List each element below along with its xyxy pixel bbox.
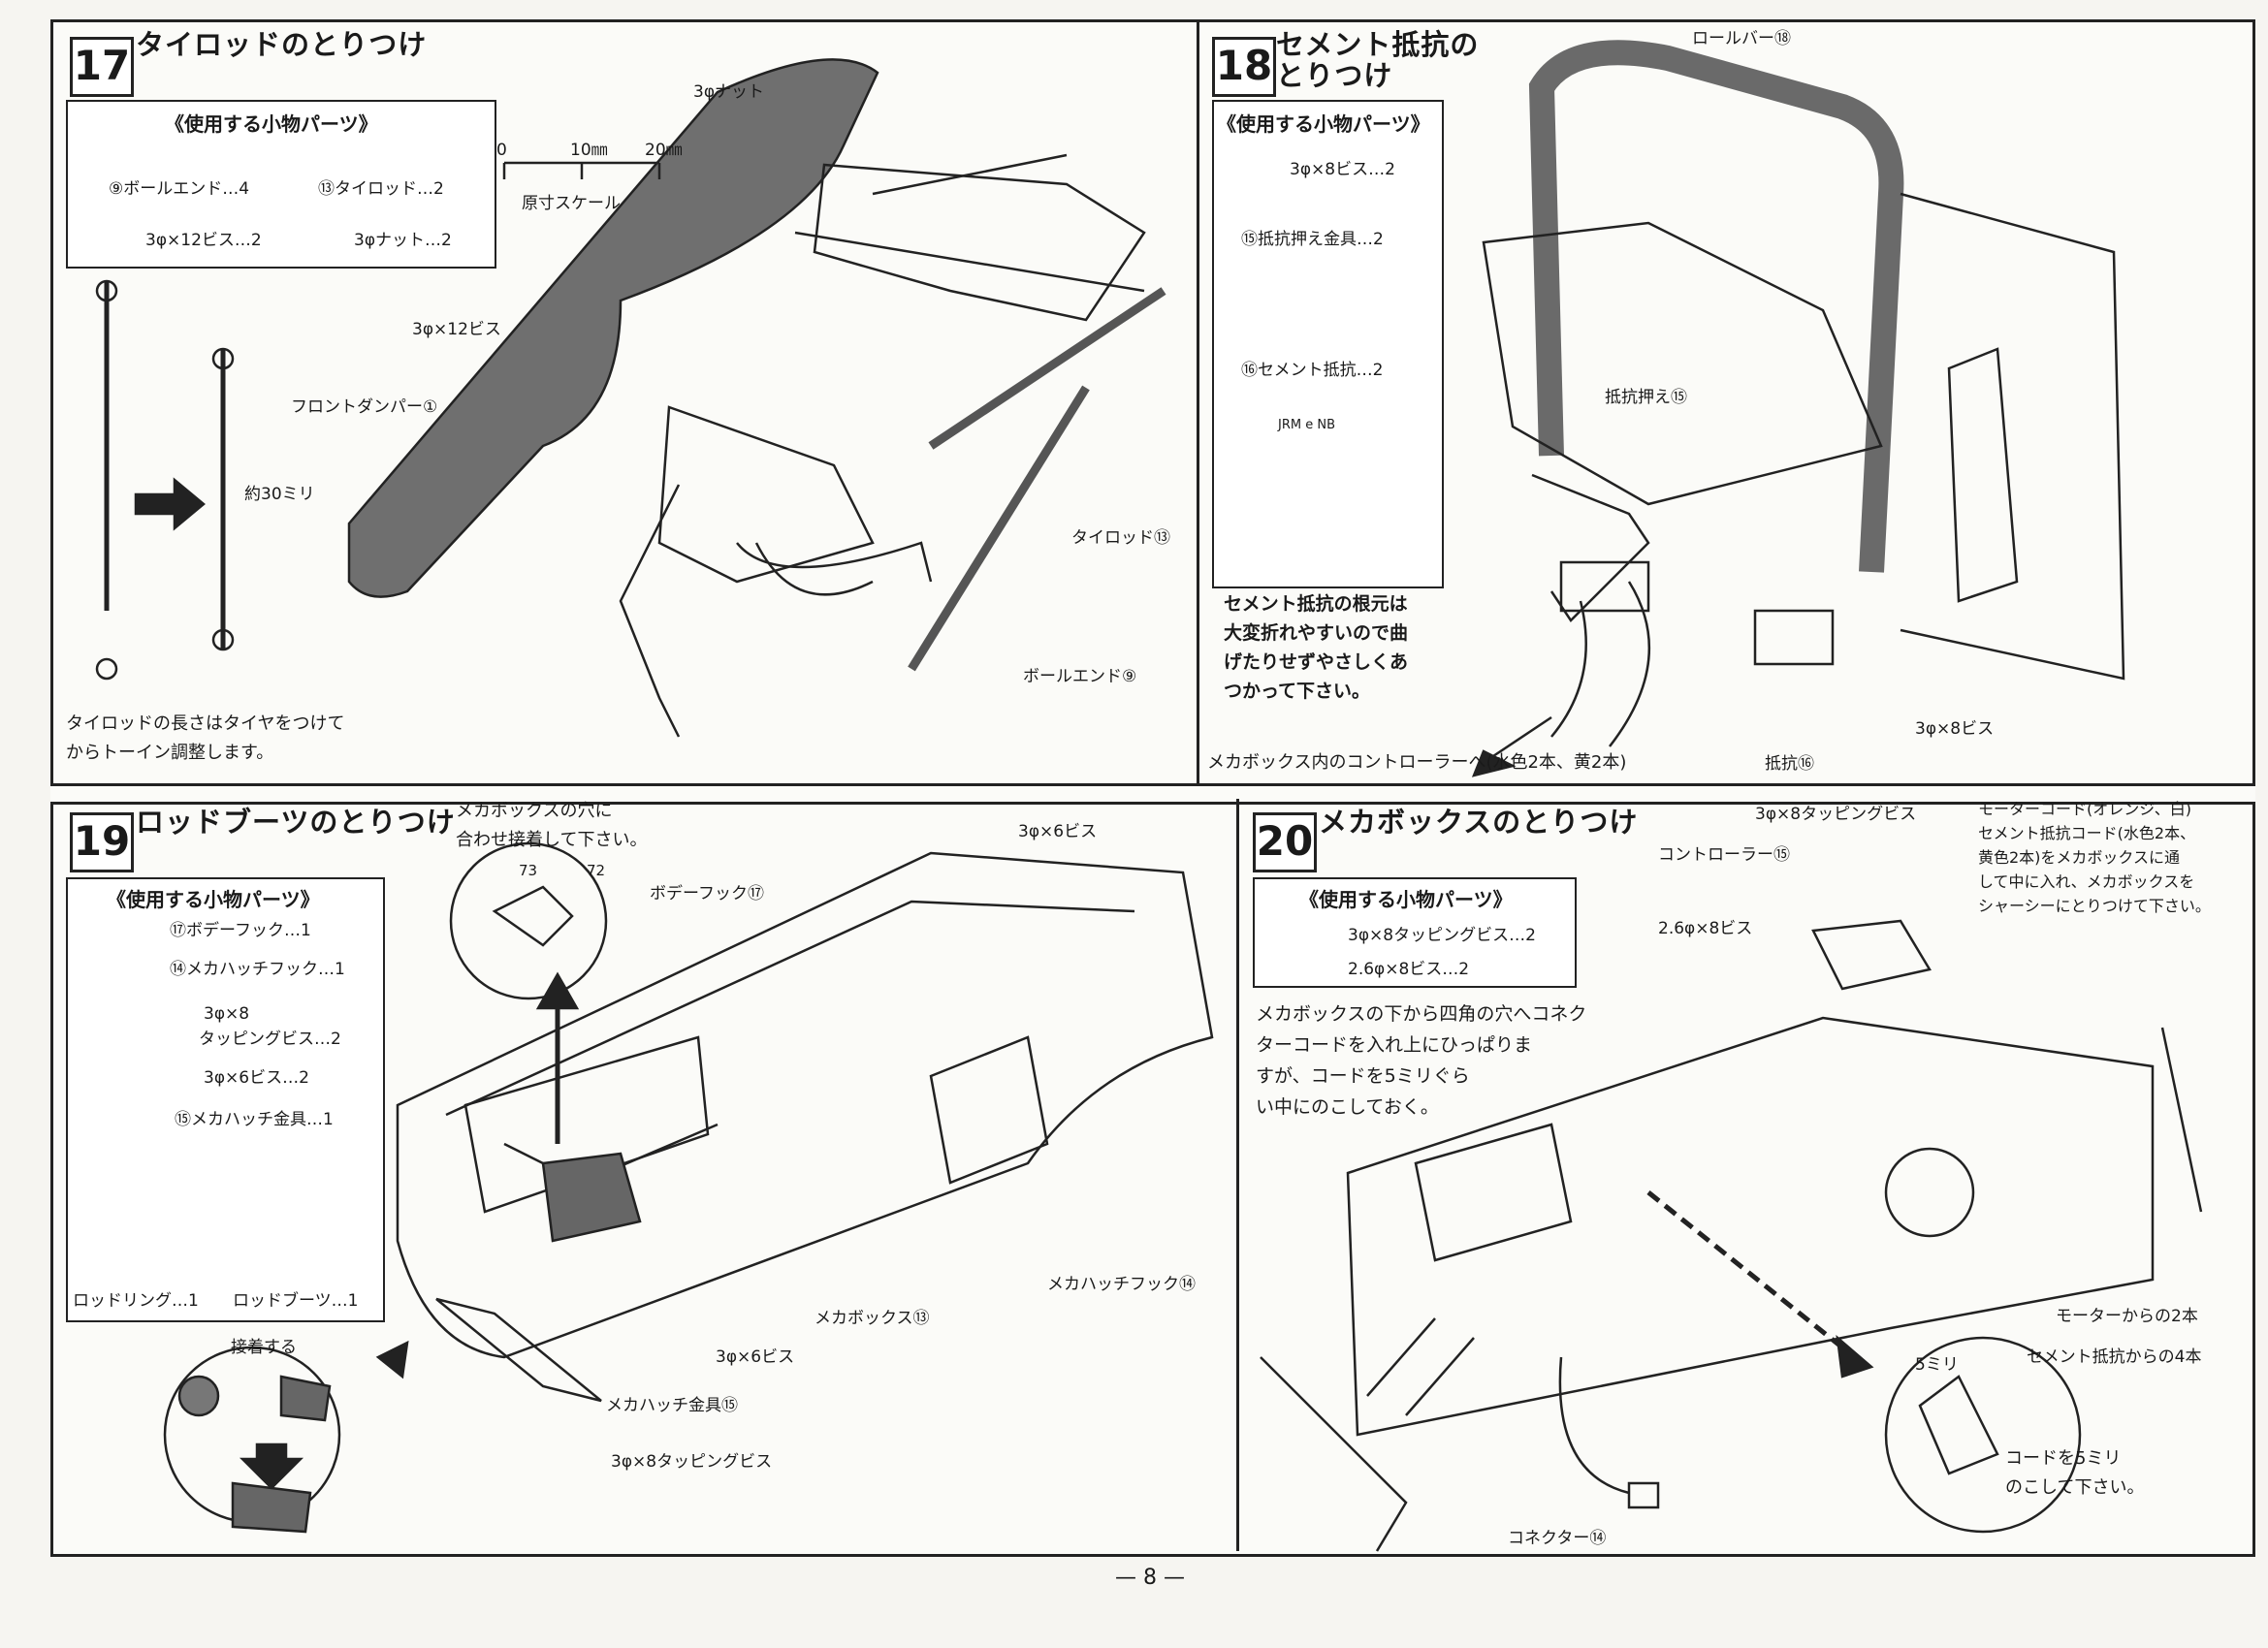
front-chassis-drawing <box>813 163 1146 322</box>
step-19-parts-box <box>66 877 385 1322</box>
label-screw8: 3φ×8ビス <box>1915 719 1995 739</box>
step-19-title: ロッドブーツのとりつけ <box>136 806 456 839</box>
parts-tierod: ⑬タイロッド…2 <box>318 179 444 199</box>
step-17-parts-title: 《使用する小物パーツ》 <box>165 112 378 136</box>
label-mechabox: メカボックス⑬ <box>815 1309 930 1328</box>
parts-screw8: 3φ×8ビス…2 <box>1290 160 1395 179</box>
label-connector: コネクター⑭ <box>1508 1529 1607 1548</box>
step-18-parts-box <box>1212 100 1444 588</box>
label-glue: 接着する <box>231 1338 297 1357</box>
parts-resistor-holder: ⑮抵抗押え金具…2 <box>1241 230 1384 249</box>
step-19-number: 19 <box>70 812 134 872</box>
label-hatchhook: メカハッチフック⑭ <box>1047 1275 1196 1294</box>
step-18-title: セメント抵抗の とりつけ <box>1276 28 1480 92</box>
step-19-callout: メカボックスの穴に 合わせ接着して下さい。 <box>456 801 648 850</box>
page-number: — 8 — <box>1115 1566 1185 1590</box>
label-hatch-plate: メカハッチ金具⑮ <box>606 1396 738 1415</box>
rollbar-drawing <box>1528 40 1904 573</box>
vertical-divider-bottom <box>1236 799 1239 1551</box>
label-screw26: 2.6φ×8ビス <box>1658 919 1753 938</box>
label-motor-wires: モーターからの2本 <box>2056 1307 2198 1326</box>
scale-label: 原寸スケール <box>522 194 621 213</box>
scale-tick-20: 20㎜ <box>645 141 683 160</box>
front-bumper-drawing <box>347 58 879 598</box>
parts-screw26: 2.6φ×8ビス…2 <box>1348 960 1470 979</box>
step-20-parts-box <box>1253 877 1577 988</box>
label-5mm: 5ミリ <box>1915 1355 1959 1375</box>
mechabox-install-drawing <box>1346 1016 2155 1437</box>
resistor-marking: JRM e NB <box>1278 418 1335 432</box>
parts-rod-boot: ロッドブーツ…1 <box>233 1291 359 1311</box>
step-17-parts-box <box>66 100 496 269</box>
label-resistor-holder: 抵抗押え⑮ <box>1605 388 1687 407</box>
label-controller: コントローラー⑮ <box>1658 845 1790 865</box>
step-18-parts-title: 《使用する小物パーツ》 <box>1217 112 1430 136</box>
label-screw12: 3φ×12ビス <box>412 320 501 339</box>
label-rollbar: ロールバー⑱ <box>1692 29 1791 48</box>
step-17-number: 17 <box>70 37 134 97</box>
label-length: 約30ミリ <box>244 485 315 504</box>
label-bodyhook: ボデーフック⑰ <box>650 884 764 903</box>
step-20-parts-title: 《使用する小物パーツ》 <box>1299 888 1513 911</box>
resistor-holder-drawing <box>1531 473 1650 622</box>
parts-hatch-plate: ⑮メカハッチ金具…1 <box>175 1110 334 1129</box>
step-18-caution-note: セメント抵抗の根元は 大変折れやすいので曲 げたりせずやさしくあ つかって下さい… <box>1224 593 1409 702</box>
scale-tick-0: 0 <box>496 141 507 160</box>
step-20-note: メカボックスの下から四角の穴へコネク ターコードを入れ上にひっぱりま すが、コー… <box>1256 1003 1587 1118</box>
label-cement-wires: セメント抵抗からの4本 <box>2027 1347 2202 1367</box>
label-resistor: 抵抗⑯ <box>1765 754 1814 774</box>
parts-tapping-screw: タッピングビス…2 <box>199 1030 341 1049</box>
step-17-title: タイロッドのとりつけ <box>136 28 428 61</box>
horizontal-divider <box>50 783 2255 805</box>
label-tierod: タイロッド⑬ <box>1071 528 1170 548</box>
label-screw6: 3φ×6ビス <box>716 1347 795 1367</box>
parts-screw12: 3φ×12ビス…2 <box>145 231 262 250</box>
parts-nut: 3φナット…2 <box>354 231 452 250</box>
step-20-cord-note: モーターコード(オレンジ、白) セメント抵抗コード(水色2本、 黄色2本)をメカ… <box>1978 800 2211 915</box>
parts-hatchhook: ⑭メカハッチフック…1 <box>170 960 345 979</box>
parts-bodyhook: ⑰ボデーフック…1 <box>170 921 311 940</box>
label-front-bumper: フロントダンパー① <box>291 397 438 417</box>
label-ballend: ボールエンド⑨ <box>1023 667 1137 686</box>
mechabox-drawing <box>396 851 1214 1359</box>
parts-tapping-size: 3φ×8 <box>204 1004 250 1024</box>
step-19-parts-title: 《使用する小物パーツ》 <box>107 888 320 911</box>
parts-cement-resistor: ⑯セメント抵抗…2 <box>1241 361 1384 380</box>
parts-tapping-20: 3φ×8タッピングビス…2 <box>1348 926 1536 945</box>
label-tapping: 3φ×8タッピングビス <box>611 1452 773 1472</box>
vertical-divider-top <box>1197 19 1199 785</box>
label-leave-5mm: コードを5ミリ のこして下さい。 <box>2005 1448 2145 1498</box>
label-72: 72 <box>587 862 606 879</box>
step-20-number: 20 <box>1253 812 1317 872</box>
scale-tick-10: 10㎜ <box>570 141 608 160</box>
parts-screw6: 3φ×6ビス…2 <box>204 1068 309 1088</box>
label-tapping-20: 3φ×8タッピングビス <box>1755 805 1917 824</box>
label-to-controller: メカボックス内のコントローラーへ(水色2本、黄2本) <box>1207 752 1627 773</box>
label-73: 73 <box>519 862 538 879</box>
step-17-note: タイロッドの長さはタイヤをつけて からトーイン調整します。 <box>66 713 345 763</box>
step-18-number: 18 <box>1212 37 1276 97</box>
label-screw6-top: 3φ×6ビス <box>1018 822 1098 841</box>
step-20-title: メカボックスのとりつけ <box>1319 806 1639 839</box>
label-nut: 3φナット <box>693 82 765 102</box>
parts-rod-ring: ロッドリング…1 <box>73 1291 199 1311</box>
parts-ballend: ⑨ボールエンド…4 <box>109 179 250 199</box>
tierod-drawing <box>928 287 1166 450</box>
